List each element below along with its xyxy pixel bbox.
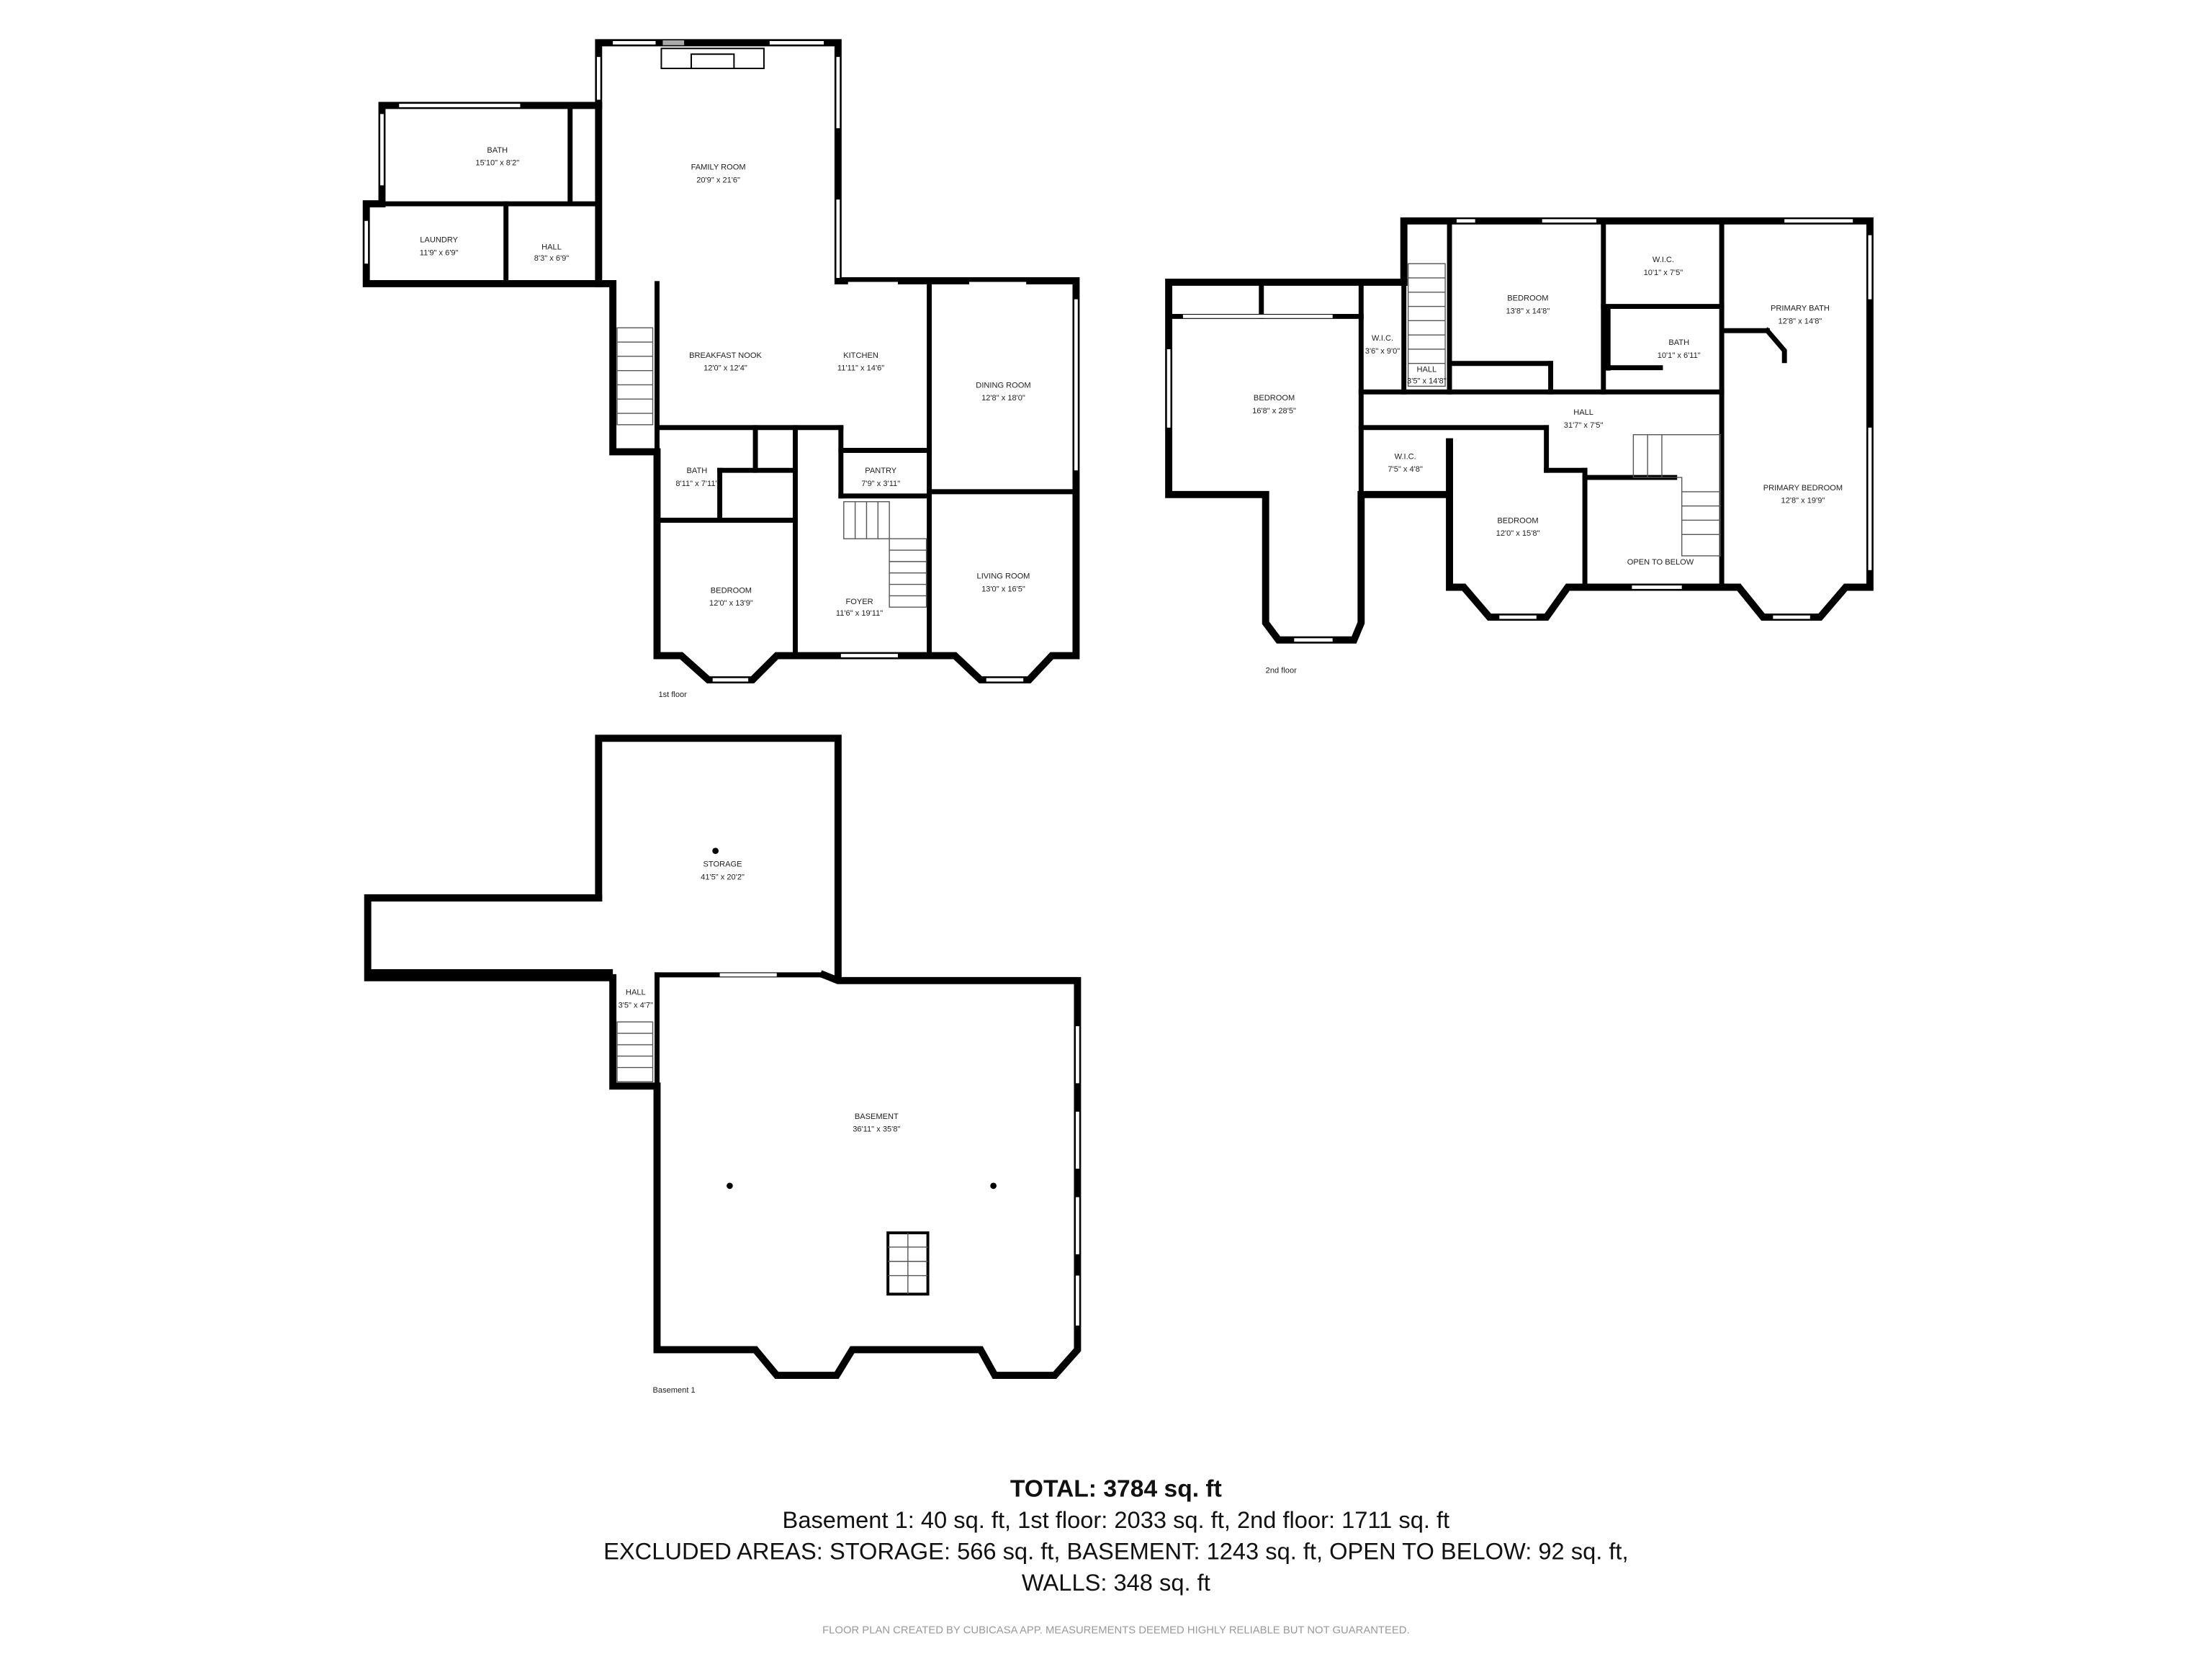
basement-plan: STORAGE 41'5" x 20'2" HALL 3'5" x 4'7" B… [364,734,1082,1395]
room-label: KITCHEN [843,351,878,360]
room-size: 7'9" x 3'11" [861,480,900,488]
room-size: 10'1" x 7'5" [1644,269,1683,277]
room-label: FAMILY ROOM [691,163,746,172]
room-size: 8'3" x 6'9" [534,254,570,263]
second-floor-walls [1165,217,1874,644]
room-size: 11'9" x 6'9" [420,248,459,257]
second-floor-plan: BEDROOM 16'8" x 28'5" W.I.C. 3'6" x 9'0"… [1165,217,1874,675]
room-size: 11'6" x 19'11" [836,609,883,618]
room-size: 12'0" x 15'8" [1496,529,1540,538]
room-label: LAUNDRY [420,235,458,244]
second-floor-labels: BEDROOM 16'8" x 28'5" W.I.C. 3'6" x 9'0"… [1252,256,1843,675]
stairs-icon [616,1021,654,1083]
room-label: PRIMARY BEDROOM [1763,484,1843,493]
room-size: 10'1" x 6'11" [1658,351,1701,360]
room-label: BEDROOM [1507,295,1548,303]
first-floor-labels: FAMILY ROOM 20'9" x 21'6" BATH 15'10" x … [420,146,1031,699]
floor-label: 2nd floor [1266,666,1297,675]
basement-walls [364,734,1082,1380]
room-size: 3'6" x 9'0" [1365,347,1401,356]
room-label: PRIMARY BATH [1771,305,1830,313]
stairs-icon [843,501,927,608]
first-floor-walls [362,39,1080,684]
floor-label: 1st floor [658,691,687,699]
room-label: BATH [487,146,508,155]
room-label: BEDROOM [1254,394,1295,403]
room-size: 8'11" x 7'11" [675,480,718,488]
room-label: BATH [1668,338,1689,347]
room-label: HALL [1573,408,1593,417]
room-label: OPEN TO BELOW [1627,558,1694,567]
room-label: PANTRY [865,467,897,475]
room-size: 20'9" x 21'6" [696,176,740,184]
room-label: LIVING ROOM [977,572,1030,581]
floor-label: Basement 1 [653,1386,696,1395]
room-size: 12'0" x 12'4" [703,364,747,373]
room-label: W.I.C. [1395,452,1416,461]
room-size: 15'10" x 8'2" [475,159,519,168]
room-label: W.I.C. [1653,256,1674,264]
room-size: 12'8" x 14'8" [1779,317,1822,325]
room-size: 7'5" x 4'8" [1388,465,1423,474]
area-summary: TOTAL: 3784 sq. ft Basement 1: 40 sq. ft… [603,1475,1628,1636]
room-label: BEDROOM [1497,516,1538,525]
room-size: 12'0" x 13'9" [709,599,753,608]
room-size: 12'8" x 18'0" [981,394,1025,403]
column-icon [712,848,719,855]
room-label: STORAGE [703,860,742,868]
disclaimer: FLOOR PLAN CREATED BY CUBICASA APP. MEAS… [822,1624,1409,1636]
room-label: HALL [626,989,646,997]
room-label: HALL [1417,366,1437,374]
column-icon [727,1182,733,1190]
room-label: W.I.C. [1372,334,1393,343]
excluded-areas: EXCLUDED AREAS: STORAGE: 566 sq. ft, BAS… [603,1537,1628,1564]
room-size: 31'7" x 7'5" [1564,421,1604,430]
stairs-icon [886,1231,930,1296]
room-size: 13'0" x 16'5" [981,585,1025,593]
floor-areas: Basement 1: 40 sq. ft, 1st floor: 2033 s… [783,1506,1450,1533]
room-label: FOYER [845,598,873,606]
stairs-icon [1407,263,1446,387]
room-label: DINING ROOM [976,381,1030,390]
room-label: BASEMENT [855,1112,899,1121]
total-area: TOTAL: 3784 sq. ft [1010,1475,1222,1502]
room-label: BATH [687,467,708,475]
walls-area: WALLS: 348 sq. ft [1022,1569,1210,1596]
room-label: BREAKFAST NOOK [689,351,762,360]
first-floor-plan: FAMILY ROOM 20'9" x 21'6" BATH 15'10" x … [362,39,1080,699]
room-size: 3'5" x 14'8" [1407,377,1447,385]
column-icon [990,1182,997,1190]
basement-labels: STORAGE 41'5" x 20'2" HALL 3'5" x 4'7" B… [619,860,901,1394]
room-size: 11'11" x 14'6" [837,364,884,373]
room-size: 13'8" x 14'8" [1506,307,1550,315]
stairs-icon [1632,434,1721,557]
room-label: BEDROOM [711,586,752,595]
room-size: 16'8" x 28'5" [1252,407,1296,415]
stairs-icon [616,327,654,426]
room-label: HALL [541,243,562,251]
room-size: 12'8" x 19'9" [1781,497,1825,505]
room-size: 3'5" x 4'7" [619,1001,654,1010]
room-size: 41'5" x 20'2" [701,873,745,881]
room-size: 36'11" x 35'8" [853,1125,900,1134]
